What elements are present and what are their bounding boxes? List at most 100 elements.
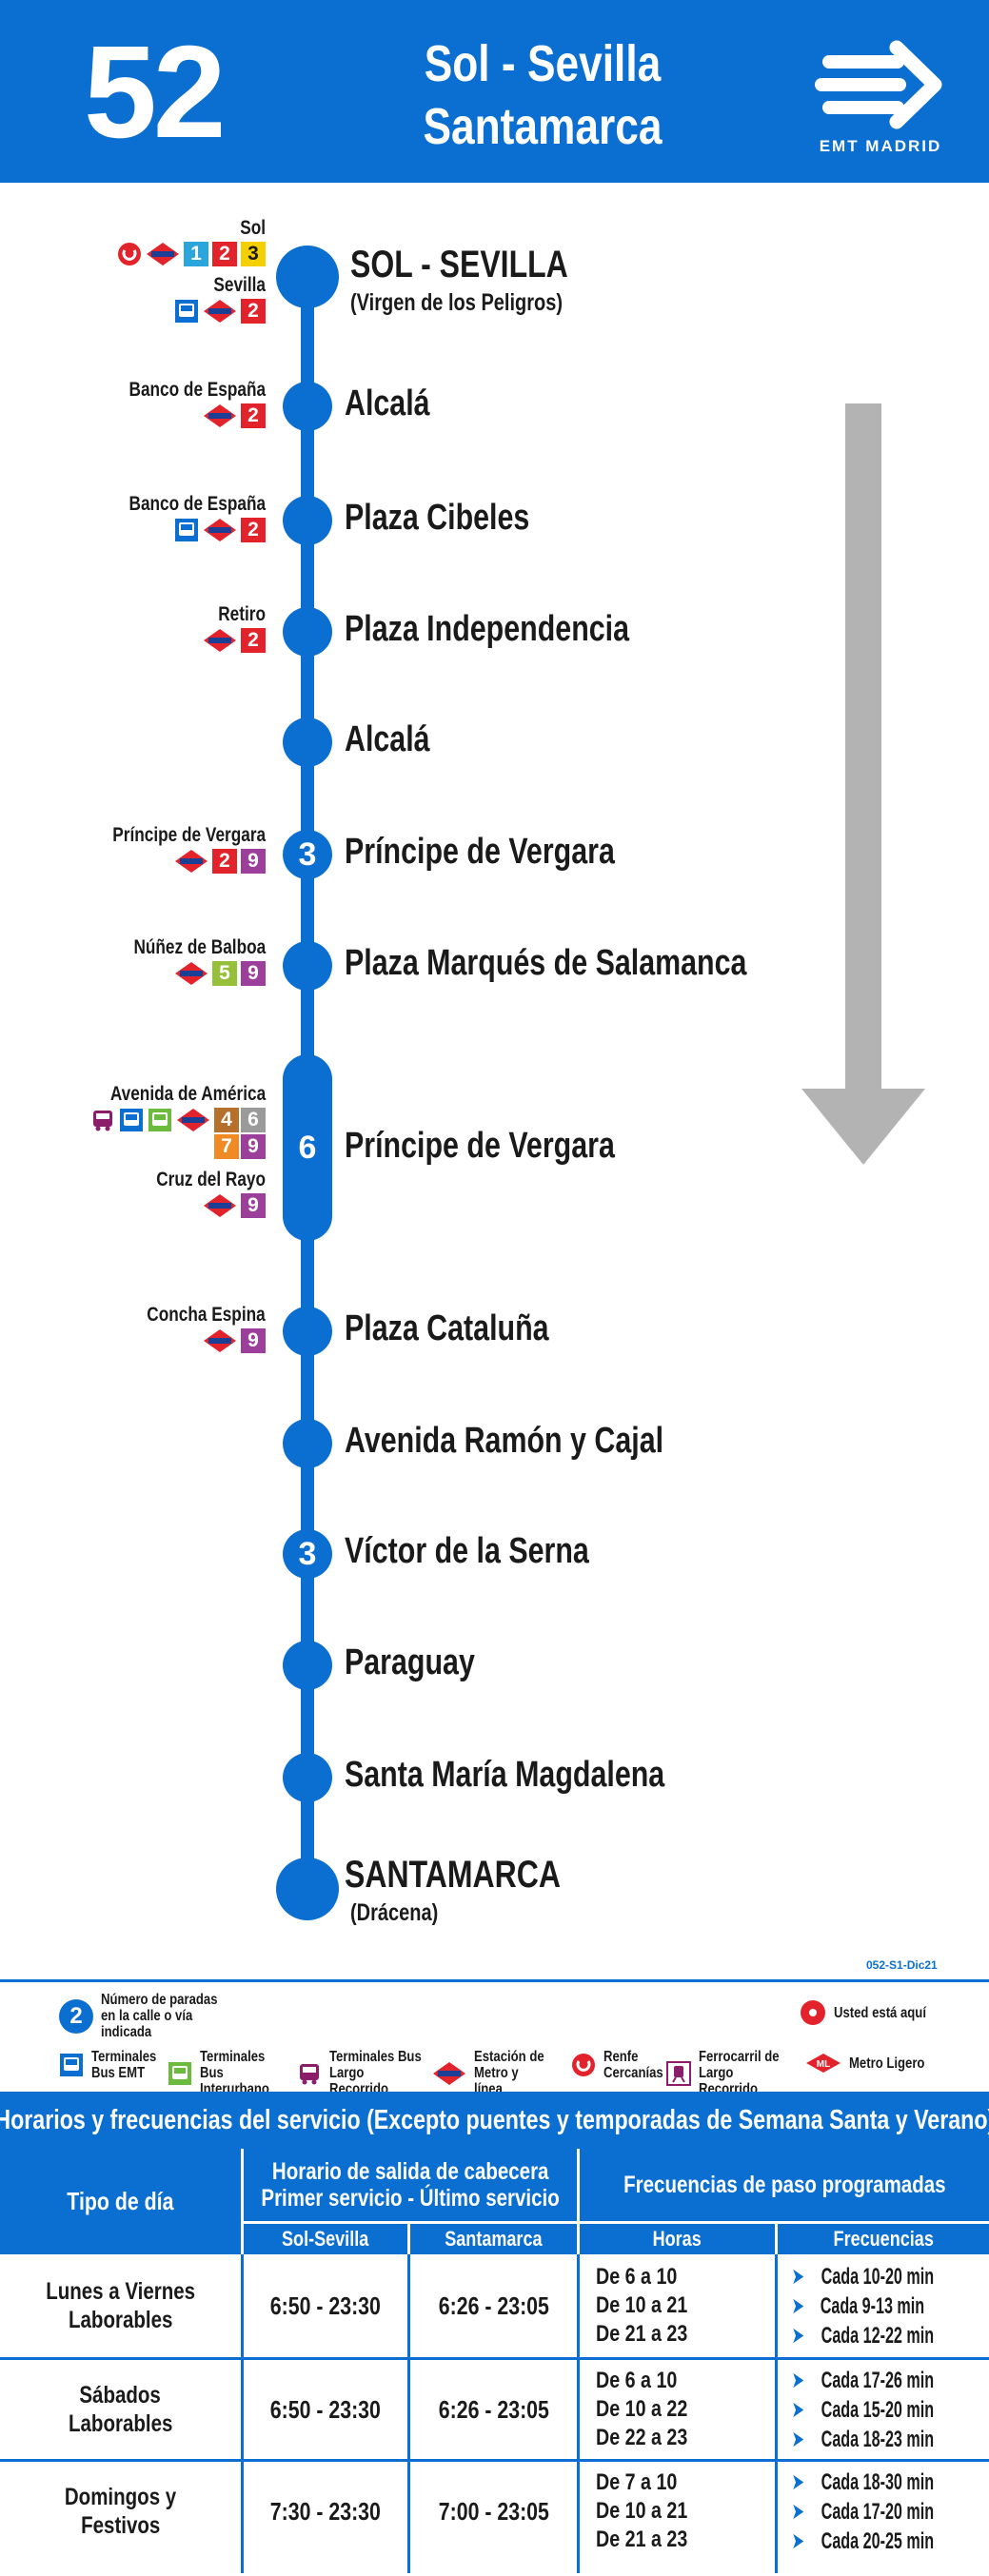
connection-name: Concha Espina bbox=[147, 1304, 266, 1326]
arrow-icon: ➤ bbox=[791, 2468, 805, 2495]
bus-emt-icon bbox=[175, 519, 198, 541]
metro-line-badge: 2 bbox=[212, 242, 237, 266]
bus-emt-icon bbox=[60, 2054, 83, 2076]
arrow-icon: ➤ bbox=[791, 2396, 805, 2423]
header-divider bbox=[407, 2224, 410, 2254]
legend-you-are-here: Usted está aquí bbox=[800, 1999, 946, 2026]
svg-text:ML: ML bbox=[817, 2059, 830, 2070]
header-divider bbox=[577, 2149, 580, 2254]
metro-icon bbox=[204, 300, 236, 323]
connection-name: Banco de España bbox=[129, 493, 266, 515]
legend-renfe: Renfe Cercanías bbox=[571, 2049, 670, 2081]
stop-dot[interactable] bbox=[283, 1641, 332, 1690]
arrow-icon: ➤ bbox=[791, 2263, 805, 2290]
metro-line-badge: 2 bbox=[241, 628, 266, 653]
stop-name: SANTAMARCA bbox=[345, 1854, 561, 1896]
row-day-type: Lunes a Viernes Laborables bbox=[46, 2278, 195, 2333]
metro-icon bbox=[204, 1329, 236, 1352]
stop-name: SOL - SEVILLA bbox=[350, 244, 568, 285]
arrow-icon: ➤ bbox=[791, 2322, 805, 2349]
stop-name: Príncipe de Vergara bbox=[345, 1126, 615, 1166]
connection-sol: Sol 1 2 3 bbox=[117, 217, 266, 266]
metro-icon bbox=[175, 962, 208, 985]
connection-retiro: Retiro 2 bbox=[203, 603, 266, 653]
stop-dot[interactable] bbox=[283, 382, 332, 431]
row-sol-times: 6:50 - 23:30 bbox=[269, 2291, 382, 2320]
stop-name: Plaza Cibeles bbox=[345, 498, 530, 538]
metro-line-badge: 7 bbox=[214, 1134, 239, 1159]
stop-count-badge: 2 bbox=[59, 1998, 93, 2034]
bus-emt-icon bbox=[175, 300, 198, 323]
row-day-type: Sábados Laborables bbox=[68, 2382, 173, 2437]
connection-principe-vergara: Príncipe de Vergara 2 9 bbox=[79, 824, 266, 874]
row-santamarca-times: 7:00 - 23:05 bbox=[438, 2496, 549, 2526]
header-divider bbox=[775, 2224, 778, 2254]
connection-avenida-america: Avenida de América 4 6 7 9 bbox=[76, 1083, 266, 1159]
header-sol-sevilla: Sol-Sevilla bbox=[244, 2224, 407, 2254]
connection-banco-espana: Banco de España 2 bbox=[99, 379, 266, 428]
direction-arrow-icon bbox=[801, 403, 925, 1165]
legend-bus-long-distance: Terminales Bus Largo Recorrido bbox=[297, 2049, 444, 2097]
header-divider bbox=[244, 2221, 989, 2224]
map-code: 052-S1-Dic21 bbox=[866, 1958, 938, 1972]
row-frequencies: ➤Cada 17-26 min ➤Cada 15-20 min ➤Cada 18… bbox=[791, 2367, 935, 2452]
stop-name: Alcalá bbox=[345, 719, 430, 759]
stop-dot[interactable] bbox=[283, 1753, 332, 1802]
legend-light-rail: ML Metro Ligero bbox=[805, 2053, 941, 2074]
metro-icon bbox=[204, 629, 236, 652]
renfe-icon bbox=[118, 243, 141, 265]
metro-icon bbox=[175, 850, 208, 873]
stop-dot-count[interactable]: 6 bbox=[283, 1054, 332, 1241]
stop-dot-terminal[interactable] bbox=[276, 1858, 339, 1920]
stop-dot[interactable] bbox=[283, 607, 332, 657]
grid-line bbox=[407, 2459, 410, 2573]
header-freqs: Frecuencias bbox=[778, 2224, 989, 2254]
header-day-type: Tipo de día bbox=[0, 2149, 241, 2254]
connection-name: Sol bbox=[240, 217, 266, 239]
legend-text: Número de paradas en la calle o vía indi… bbox=[101, 1992, 218, 2040]
header-departures: Horario de salida de cabecera Primer ser… bbox=[244, 2149, 577, 2221]
metro-line-badge: 3 bbox=[241, 242, 266, 266]
legend-text: Ferrocarril de Largo Recorrido bbox=[699, 2049, 780, 2097]
grid-line bbox=[241, 2254, 244, 2471]
legend-text: Renfe Cercanías bbox=[603, 2049, 663, 2081]
timetable-title: Horarios y frecuencias del servicio (Exc… bbox=[0, 2092, 989, 2149]
grid-line bbox=[775, 2254, 778, 2471]
stop-dot-count[interactable]: 3 bbox=[283, 830, 332, 879]
arrow-icon: ➤ bbox=[791, 2426, 805, 2452]
legend-bus-emt: Terminales Bus EMT bbox=[59, 2049, 168, 2081]
legend-text: Terminales Bus Interurbano bbox=[200, 2049, 269, 2097]
stop-dot[interactable] bbox=[283, 1419, 332, 1468]
renfe-icon bbox=[572, 2054, 595, 2076]
stop-dot-count[interactable]: 3 bbox=[283, 1529, 332, 1579]
legend: 2 Número de paradas en la calle o vía in… bbox=[0, 1979, 989, 2097]
stop-dot[interactable] bbox=[283, 1307, 332, 1356]
grid-line bbox=[775, 2459, 778, 2573]
bus-interurban-icon bbox=[148, 1109, 171, 1131]
grid-line bbox=[407, 2254, 410, 2471]
metro-line-badge: 4 bbox=[214, 1108, 239, 1132]
stop-sub: (Drácena) bbox=[350, 1899, 439, 1926]
stop-name: Plaza Marqués de Salamanca bbox=[345, 943, 747, 983]
line-number: 52 bbox=[84, 19, 226, 166]
stop-dot-terminal[interactable] bbox=[276, 246, 339, 308]
stop-dot[interactable] bbox=[283, 941, 332, 991]
grid-line bbox=[241, 2459, 244, 2573]
row-sol-times: 6:50 - 23:30 bbox=[269, 2394, 382, 2424]
legend-metro: Estación de Metro y línea bbox=[432, 2049, 560, 2097]
connection-name: Sevilla bbox=[213, 274, 266, 296]
stop-name: Santa María Magdalena bbox=[345, 1755, 665, 1795]
header-frequencies: Frecuencias de paso programadas bbox=[580, 2149, 989, 2221]
metro-line-badge: 2 bbox=[241, 403, 266, 428]
route-title-line2: Santamarca bbox=[423, 98, 663, 155]
metro-line-badge: 2 bbox=[212, 849, 237, 874]
stop-dot[interactable] bbox=[283, 496, 332, 545]
metro-line-badge: 5 bbox=[212, 961, 237, 986]
arrow-icon: ➤ bbox=[791, 2292, 805, 2319]
header-hours: Horas bbox=[580, 2224, 775, 2254]
stop-dot[interactable] bbox=[283, 718, 332, 767]
connection-name: Núñez de Balboa bbox=[133, 936, 266, 958]
row-day-type: Domingos y Festivos bbox=[64, 2484, 177, 2539]
bus-long-distance-icon bbox=[93, 1111, 112, 1131]
